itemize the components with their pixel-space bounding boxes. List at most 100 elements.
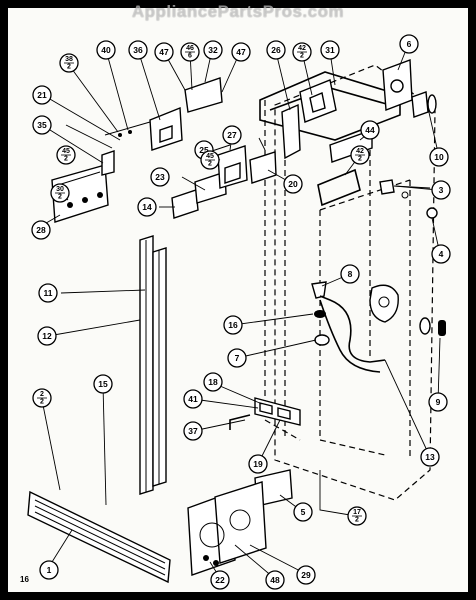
callout-number: 38 [65,56,73,63]
callout-c32: 32 [203,40,223,60]
callout-c6: 6 [399,34,419,54]
callout-c26: 26 [266,40,286,60]
callout-circle [431,180,451,200]
callout-number: 28 [36,225,46,235]
cover-plates [187,469,293,576]
callout-circle [31,220,51,240]
callout-c20: 20 [283,174,303,194]
callout-circle [137,197,157,217]
callout-number: 14 [142,202,152,212]
callout-circle [93,374,113,394]
bottom-grille-1 [27,490,171,584]
callout-circle [38,283,58,303]
callout-circle [265,570,285,590]
callout-number: 8 [348,269,353,279]
control-panel-28 [51,164,109,223]
callout-circle [37,326,57,346]
callout-quantity: 6 [188,53,192,60]
screws-3-4 [379,179,438,219]
callout-quantity: 2 [300,53,304,60]
callout-number: 6 [407,39,412,49]
callout-circle [266,40,286,60]
callout-circle [340,264,360,284]
callout-c10: 10 [429,147,449,167]
callout-number: 47 [159,47,169,57]
callout-c14: 14 [137,197,157,217]
callout-c22: 22 [210,570,230,590]
callout-c17: 172 [347,506,367,526]
callout-number: 47 [236,47,246,57]
callout-c15: 15 [93,374,113,394]
callout-c36: 36 [128,40,148,60]
callout-number: 30 [56,186,64,193]
callout-c37: 37 [183,421,203,441]
callout-number: 45 [206,153,214,160]
callout-circle [203,40,223,60]
callout-number: 45 [62,148,70,155]
callout-c45a: 452 [56,145,76,165]
drain-channel-assembly [229,397,301,430]
callout-circle [428,392,448,412]
callout-circle [431,244,451,264]
callout-number: 26 [271,45,281,55]
callout-quantity: 2 [208,161,212,168]
callout-c21: 21 [32,85,52,105]
callout-c18: 18 [203,372,223,392]
callout-c4: 4 [431,244,451,264]
callout-c45b: 452 [200,150,220,170]
callout-circle [96,40,116,60]
callout-c3: 3 [431,180,451,200]
callout-number: 16 [228,320,238,330]
callout-c48: 48 [265,570,285,590]
callout-number: 17 [353,509,361,516]
callout-c28: 28 [31,220,51,240]
callout-number: 25 [199,145,209,155]
callout-c19: 19 [248,454,268,474]
callout-circle [296,565,316,585]
callout-c13: 13 [420,447,440,467]
callout-c41: 41 [183,389,203,409]
callout-c44: 44 [360,120,380,140]
callout-number: 19 [253,459,263,469]
callout-circle [39,560,59,580]
callout-number: 29 [301,570,311,580]
callout-circle [283,174,303,194]
callout-number: 32 [208,45,218,55]
callout-c46: 466 [180,42,200,62]
callout-number: 27 [227,130,237,140]
callout-number: 4 [439,249,444,259]
callout-circle [248,454,268,474]
callout-number: 11 [44,288,53,298]
callout-quantity: 2 [58,194,62,201]
callout-number: 42 [298,45,306,52]
callout-circle [223,315,243,335]
callout-c40: 40 [96,40,116,60]
callout-number: 44 [365,125,375,135]
callout-number: 35 [37,120,47,130]
callout-circle [320,40,340,60]
callout-number: 10 [434,152,444,162]
callout-circle [420,447,440,467]
callout-number: 31 [325,45,335,55]
callout-c7: 7 [227,348,247,368]
callout-circle [32,85,52,105]
callout-circle [231,42,251,62]
callout-c47a: 47 [154,42,174,62]
callout-number: 5 [301,507,306,517]
watermark-text: AppliancePartsPros.com [131,2,345,21]
bracket-assembly-6 [382,59,437,118]
callout-circle [128,40,148,60]
callout-c47b: 47 [231,42,251,62]
callout-c23: 23 [150,167,170,187]
washer-16-7 [314,310,330,346]
callout-c30: 302 [50,183,70,203]
callout-circle [360,120,380,140]
callout-number: 9 [436,397,441,407]
callout-c42b: 422 [350,145,370,165]
callout-number: 18 [208,377,218,387]
callout-c1: 1 [39,560,59,580]
callout-circle [293,502,313,522]
callout-c31: 31 [320,40,340,60]
callout-number: 23 [155,172,165,182]
callout-quantity: 2 [40,399,44,406]
